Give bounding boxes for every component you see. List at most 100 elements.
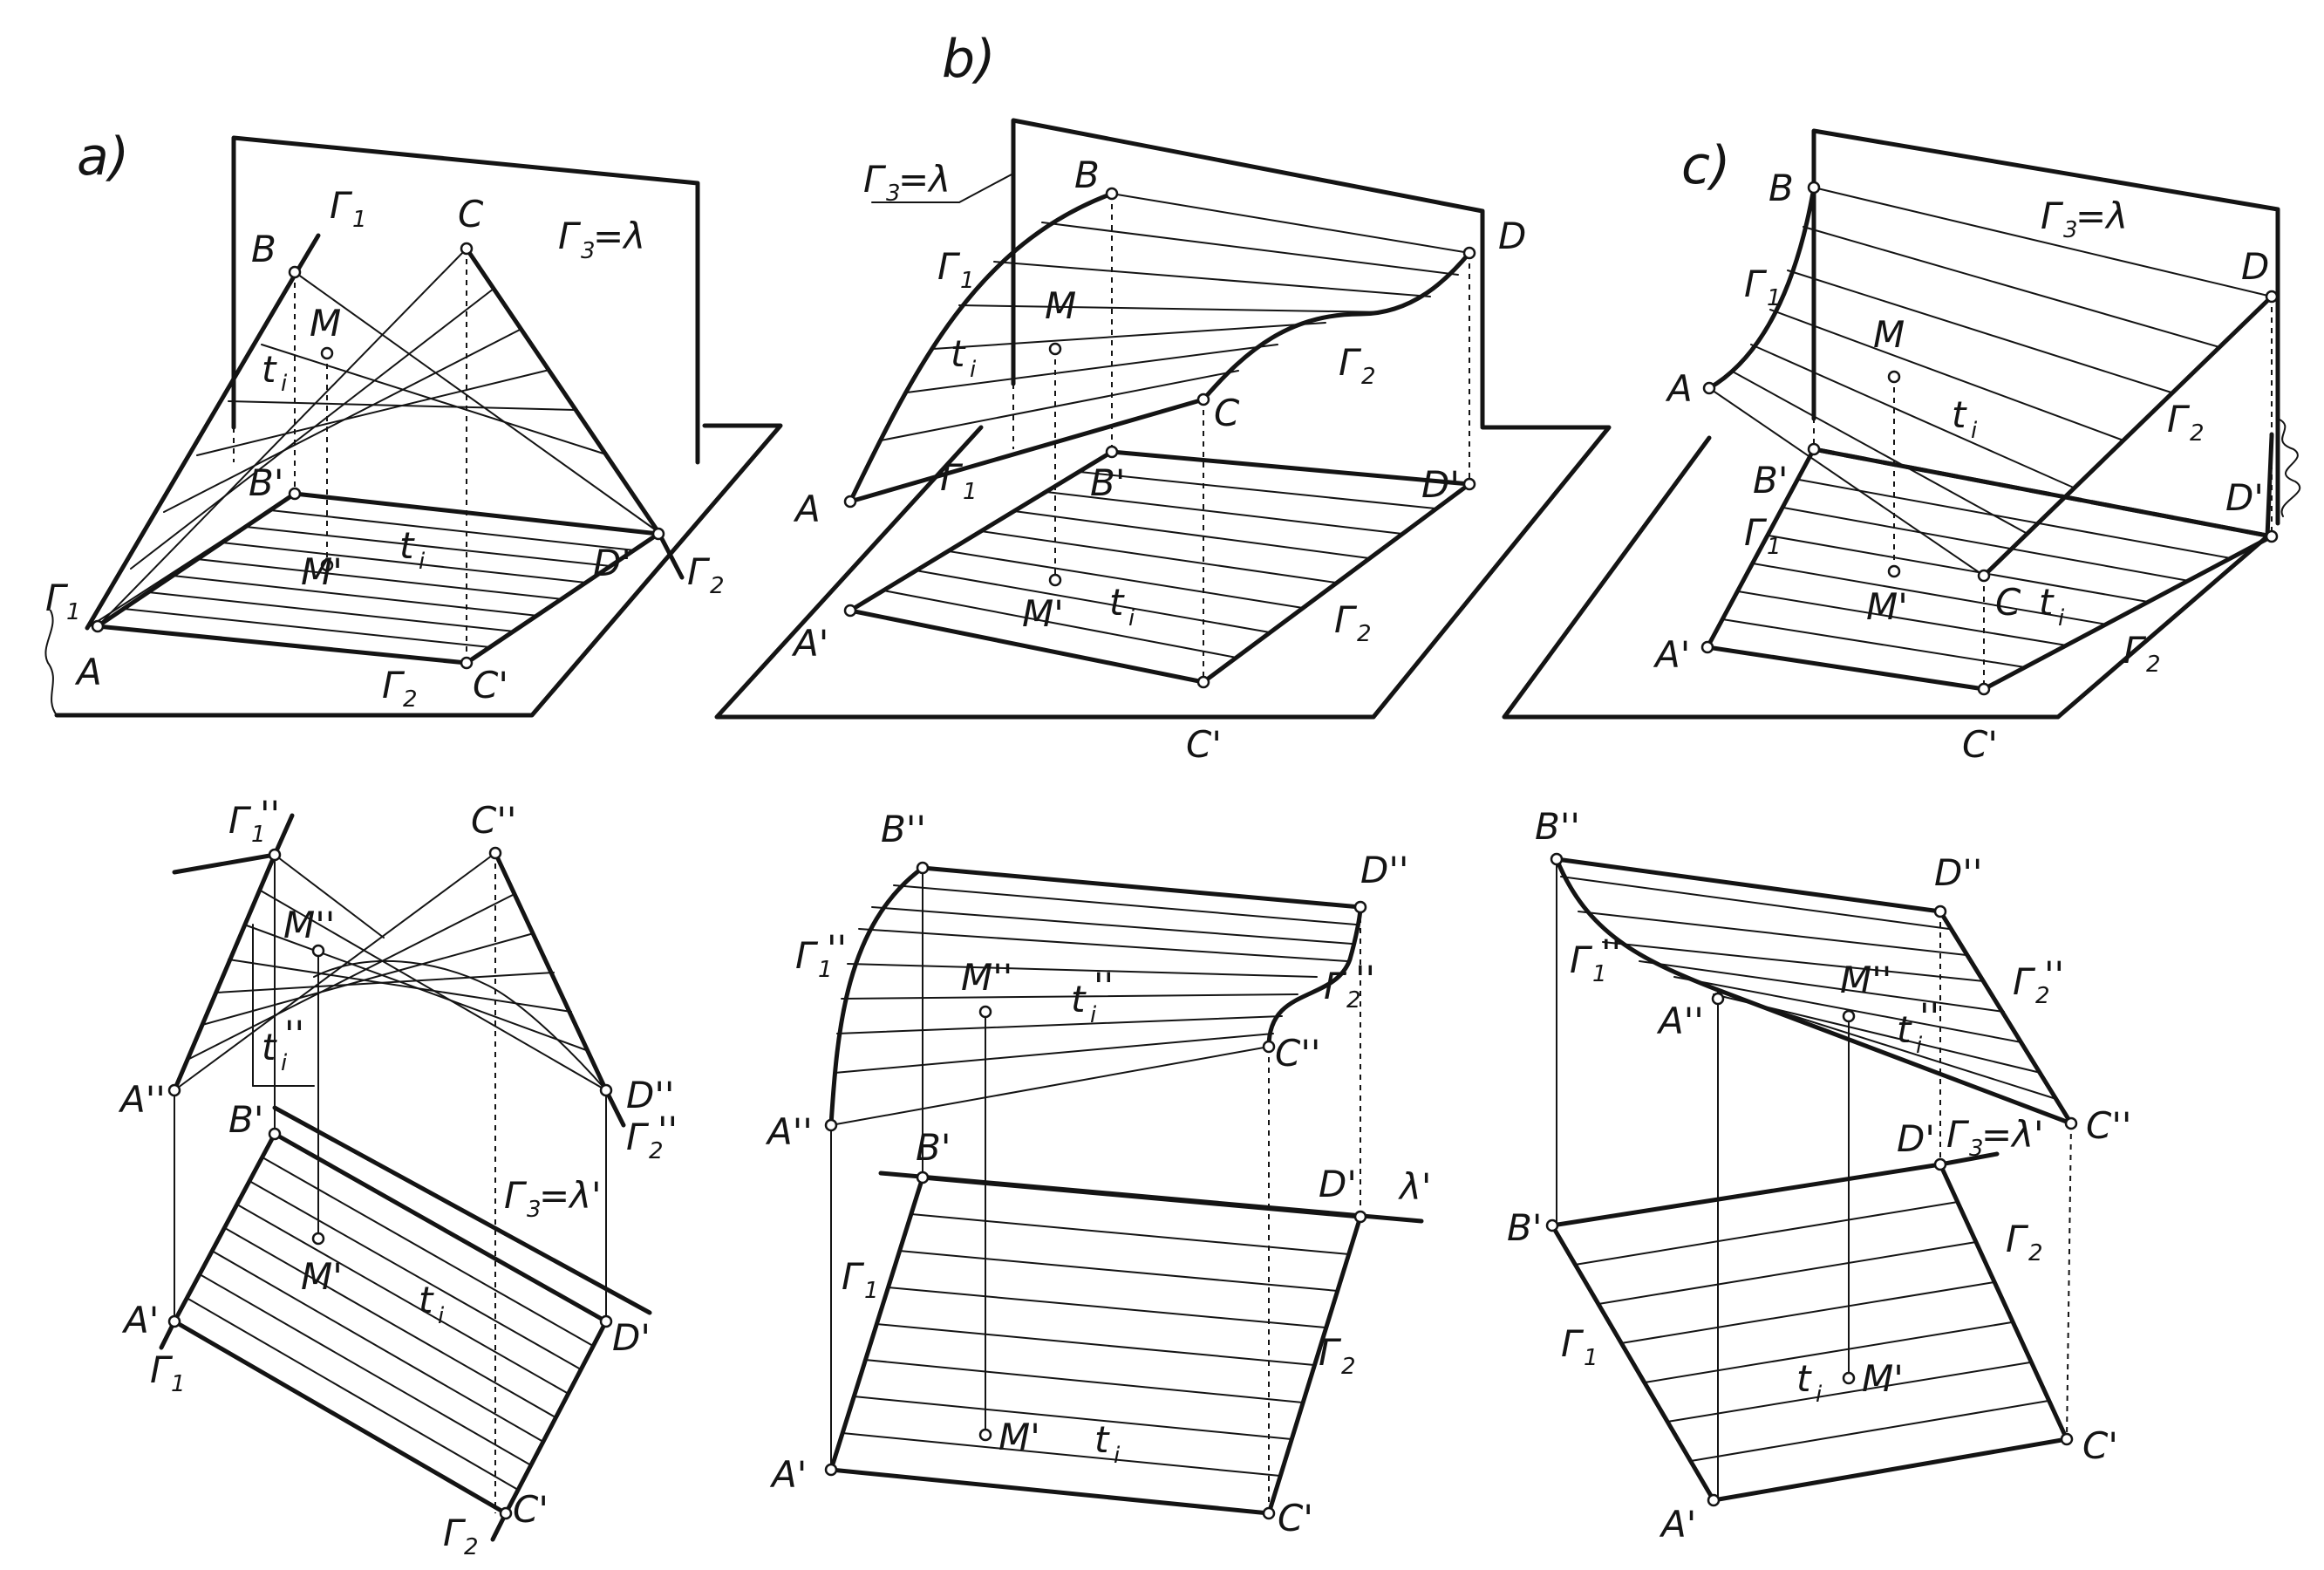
label-d1b-b: D' [1319,1163,1357,1205]
label-m-c: M [1873,313,1905,356]
label-t1-a: t [399,524,415,567]
label-g3-eq-c: =λ [2075,195,2128,237]
point-c1b-b [1262,1506,1276,1520]
point-a1b-b [824,1463,838,1477]
label-t1-sub-b: i [1128,605,1135,631]
point-c2-c [2064,1116,2078,1130]
label-g3p-a: Γ [504,1174,528,1217]
point-b1-c [1807,442,1821,456]
point-d1-b [1462,477,1476,491]
curve-g2-c [1981,294,2274,578]
point-c1-a [460,656,474,670]
edge-ac-b [848,397,1206,504]
point-a2-a [167,1083,181,1097]
point-d1b-a [599,1314,613,1328]
label-t2-sub-c: i [1916,1033,1923,1059]
label-g1pp-mark-c: '' [1601,932,1621,974]
point-a1-b [843,604,857,618]
label-g2pb-sub-b: 2 [1341,1354,1356,1380]
point-m2-a [311,944,325,958]
label-g1pp-sub-a: 1 [251,822,266,848]
label-d1b-c: D' [1897,1117,1935,1160]
label-g2pp-sub-b: 2 [1346,987,1361,1014]
point-b-b [1105,187,1119,201]
label-g3p-c: Γ [1946,1113,1970,1156]
label-d-b: D [1498,215,1526,257]
label-t2-mark-b: '' [1094,965,1114,1007]
curve-g1-proj-a [86,493,296,629]
edge-front-ac-b [830,1046,1270,1126]
label-t1b-a: t [419,1279,434,1321]
label-g2-sub-b: 2 [1361,364,1376,390]
point-a1-c [1700,640,1714,654]
point-a1b-a [167,1314,181,1328]
point-a2-b [824,1118,838,1132]
panel-c-spatial: c) [1502,128,2301,766]
label-g1p-sub-c: 1 [1767,534,1782,560]
label-g2pb-c: Γ [2006,1218,2029,1260]
label-c-a: C [458,193,484,236]
label-a2-a: A'' [118,1078,166,1121]
curve-g1-c [1707,185,1816,391]
label-t1-sub-a: i [419,549,426,575]
label-c1b-b: C' [1278,1497,1313,1539]
rulings-h-b [883,471,1436,659]
label-g1pp-c: Γ [1570,939,1593,981]
label-lambda-b: λ' [1398,1165,1431,1208]
label-g2-b: Γ [1339,341,1362,384]
point-a-a [91,619,105,633]
label-t-sub-b: i [970,357,977,383]
rulings-h-c [1721,479,2232,668]
point-d1-c [2265,529,2279,543]
point-m-b [1048,342,1062,356]
label-m1-a: M' [301,550,343,593]
edge-front-a [172,852,277,1093]
label-t1b-b: t [1094,1418,1110,1461]
label-b1-c: B' [1753,459,1788,502]
label-t2-b: t [1071,978,1087,1020]
label-g1pp-b: Γ [795,934,819,977]
label-t2-a: t [262,1026,277,1068]
plane-h-b [714,425,1612,720]
label-m2-a: M'' [283,904,335,946]
label-g2pb-sub-a: 2 [464,1534,479,1560]
rulings-front-c [1560,876,2057,1100]
wavy-break-c [2277,418,2301,517]
label-g3-eq-a: =λ [593,215,645,257]
label-a2-c: A'' [1656,1000,1704,1042]
label-t1b-sub-a: i [438,1303,445,1329]
label-g2pp-mark-c: '' [2044,953,2064,996]
label-g1-a: Γ [330,184,353,227]
curve-g1-front-c [1554,857,2074,1126]
rulings-front-a [174,852,607,1091]
label-m1-c: M' [1866,585,1908,628]
point-b1b-c [1545,1218,1559,1232]
edge-front-dc-c [1938,909,2074,1126]
label-g3p-sub-c: 3 [1969,1136,1984,1162]
point-d-c [2265,290,2279,304]
point-c-b [1196,392,1210,406]
point-m1-c [1887,564,1901,578]
label-g3-sub-c: 3 [2063,217,2078,243]
point-b2-b [916,861,930,875]
label-b1b-a: B' [228,1098,263,1141]
label-m-a: M [310,302,341,345]
label-a1b-b: A' [769,1453,807,1496]
label-t2-mark-c: '' [1919,995,1939,1038]
point-b-a [288,265,302,279]
label-g1pb-sub-a: 1 [171,1371,186,1397]
point-b2-c [1550,852,1564,866]
point-m1b-c [1842,1371,1856,1385]
label-g1pb-sub-c: 1 [1584,1345,1598,1371]
line-g3-top-c [1938,1151,2000,1167]
label-t2-mark-a: '' [284,1013,304,1055]
label-g1pp-sub-c: 1 [1592,961,1607,987]
label-g1pb-a: Γ [150,1348,174,1391]
label-g2p-sub-a: 2 [403,686,418,713]
label-g3p-eq-c: =λ' [1981,1113,2044,1156]
label-g2pp-b: Γ [1324,965,1347,1007]
point-d2-c [1933,904,1947,918]
plane-v-a [231,135,700,465]
label-g2pp-c: Γ [2013,960,2036,1003]
